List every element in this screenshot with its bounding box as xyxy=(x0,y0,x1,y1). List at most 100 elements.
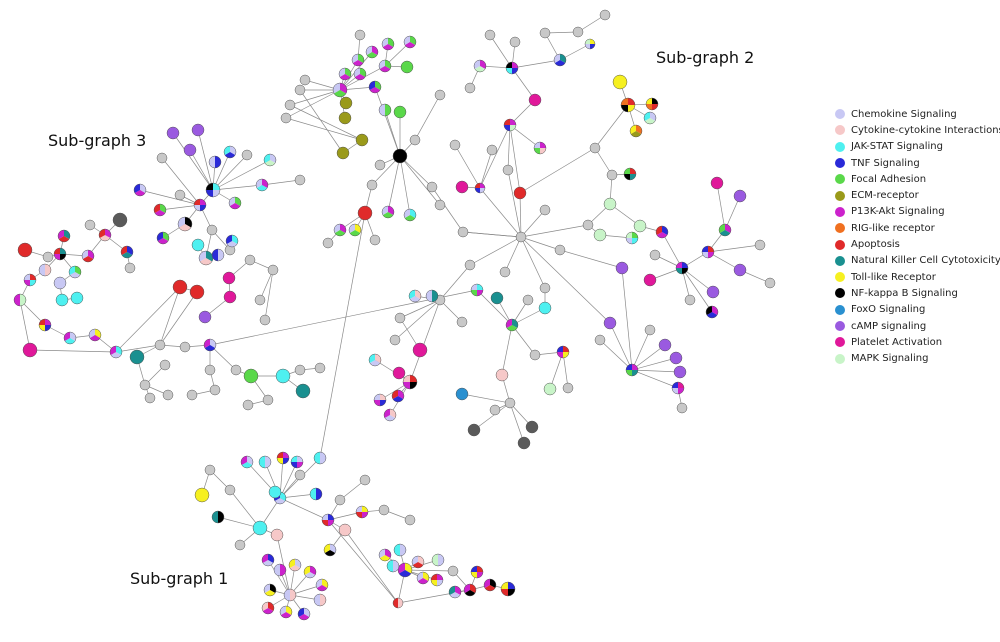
node-slice xyxy=(630,168,636,174)
network-node xyxy=(338,111,352,125)
node-slice xyxy=(626,370,632,376)
network-node xyxy=(98,228,112,242)
edge xyxy=(661,231,683,269)
node-slice xyxy=(471,284,477,290)
node-slice xyxy=(474,66,486,73)
network-node xyxy=(63,331,77,345)
legend-label: Natural Killer Cell Cytotoxicity xyxy=(851,255,1000,267)
node-slice xyxy=(354,74,366,81)
network-node xyxy=(484,29,496,41)
node-slice xyxy=(369,87,381,94)
network-node xyxy=(416,571,430,585)
node-outline xyxy=(313,451,327,465)
nodes-layer xyxy=(13,9,776,621)
node-outline xyxy=(263,153,277,167)
network-node xyxy=(205,182,221,198)
subgraph-3-title: Sub-graph 3 xyxy=(48,131,147,150)
edge xyxy=(374,86,401,157)
node-outline xyxy=(321,513,335,527)
network-node xyxy=(603,316,617,330)
node-outline xyxy=(38,263,52,277)
node-outline xyxy=(403,208,417,222)
legend-label: Cytokine-cytokine Interactions xyxy=(851,124,1000,136)
node-outline xyxy=(643,111,657,125)
node-outline xyxy=(297,607,311,621)
node-slice xyxy=(540,148,546,154)
node-slice xyxy=(39,325,45,331)
network-node xyxy=(223,290,237,304)
edge xyxy=(399,155,433,188)
network-node xyxy=(381,37,395,51)
network-node xyxy=(194,487,210,503)
legend-item: NF-kappa B Signaling xyxy=(835,285,1000,301)
network-node xyxy=(543,382,557,396)
network-node xyxy=(447,565,459,577)
edge xyxy=(519,192,522,238)
network-node xyxy=(280,112,292,124)
network-node xyxy=(562,382,574,394)
network-node xyxy=(615,261,629,275)
network-node xyxy=(273,563,287,577)
node-slice xyxy=(209,156,215,168)
node-slice xyxy=(241,462,253,469)
node-slice xyxy=(291,462,297,468)
node-outline xyxy=(290,455,304,469)
network-node xyxy=(198,310,212,324)
network-node xyxy=(474,182,486,194)
node-outline xyxy=(240,455,254,469)
edge xyxy=(399,299,441,319)
network-node xyxy=(676,402,688,414)
node-slice xyxy=(672,388,678,394)
edge xyxy=(409,299,441,383)
node-outline xyxy=(408,289,422,303)
node-slice xyxy=(352,60,364,67)
node-outline xyxy=(203,338,217,352)
network-node xyxy=(279,605,293,619)
node-slice xyxy=(432,290,438,302)
node-outline xyxy=(68,265,82,279)
legend-swatch xyxy=(835,223,845,234)
network-node xyxy=(162,389,174,401)
edge xyxy=(229,489,261,529)
network-node xyxy=(252,520,268,536)
network-node xyxy=(191,123,205,137)
node-slice xyxy=(194,199,200,205)
node-outline xyxy=(378,548,392,562)
network-node xyxy=(359,474,371,486)
node-outline xyxy=(211,248,225,262)
network-node xyxy=(225,234,239,248)
edge xyxy=(479,124,511,189)
network-node xyxy=(718,223,732,237)
network-node xyxy=(378,504,390,516)
legend-label: Chemokine Signaling xyxy=(851,108,957,120)
network-node xyxy=(389,334,401,346)
node-outline xyxy=(23,273,37,287)
legend-swatch xyxy=(835,239,845,250)
network-node xyxy=(572,26,584,38)
network-node xyxy=(186,389,198,401)
network-node xyxy=(334,494,346,506)
node-outline xyxy=(276,451,290,465)
network-node xyxy=(538,301,552,315)
network-node xyxy=(193,198,207,212)
network-node xyxy=(495,368,509,382)
network-node xyxy=(412,342,428,358)
network-node xyxy=(224,484,236,496)
network-node xyxy=(500,581,516,597)
legend-swatch xyxy=(835,304,845,315)
node-slice xyxy=(20,294,26,306)
network-node xyxy=(623,167,637,181)
node-slice xyxy=(215,156,221,168)
network-node xyxy=(314,362,326,374)
node-slice xyxy=(213,183,220,190)
network-node xyxy=(397,562,413,578)
node-slice xyxy=(362,512,368,518)
node-slice xyxy=(563,346,569,352)
network-node xyxy=(490,291,504,305)
legend-swatch xyxy=(835,255,845,266)
network-node xyxy=(348,223,362,237)
node-slice xyxy=(477,572,483,578)
node-outline xyxy=(402,374,418,390)
node-slice xyxy=(563,352,569,358)
